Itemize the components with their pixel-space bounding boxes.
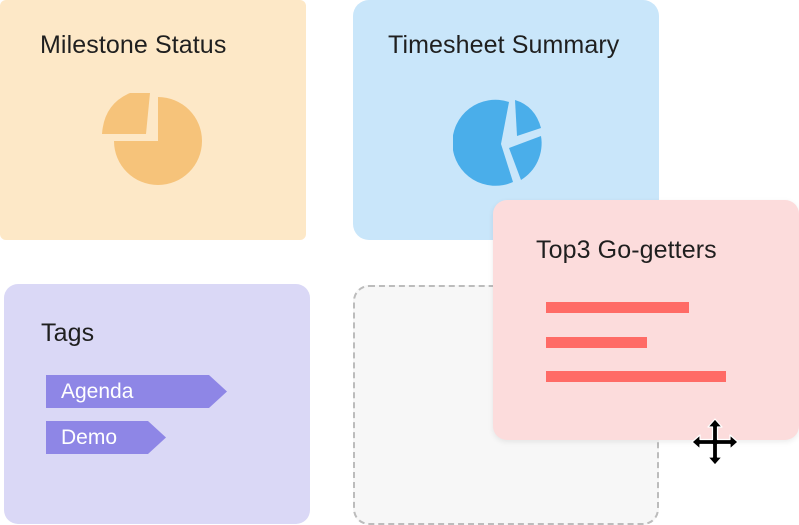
widget-title: Timesheet Summary [388, 31, 620, 59]
move-cursor-icon [691, 418, 739, 466]
bar-list-bar [546, 302, 689, 313]
tag-demo[interactable]: Demo [46, 421, 166, 454]
widget-milestone-status[interactable]: Milestone Status [0, 0, 306, 240]
widget-title: Tags [41, 319, 95, 347]
pie-chart-icon [453, 99, 542, 186]
bar-list-bar [546, 371, 726, 382]
widget-title: Top3 Go-getters [536, 236, 717, 264]
widget-top3-go-getters[interactable]: Top3 Go-getters [493, 200, 799, 440]
tag-agenda[interactable]: Agenda [46, 375, 227, 408]
widget-title: Milestone Status [40, 31, 227, 59]
bar-list-bar [546, 337, 647, 348]
widget-tags[interactable]: Tags Agenda Demo [4, 284, 310, 524]
pie-chart-icon [102, 93, 202, 185]
